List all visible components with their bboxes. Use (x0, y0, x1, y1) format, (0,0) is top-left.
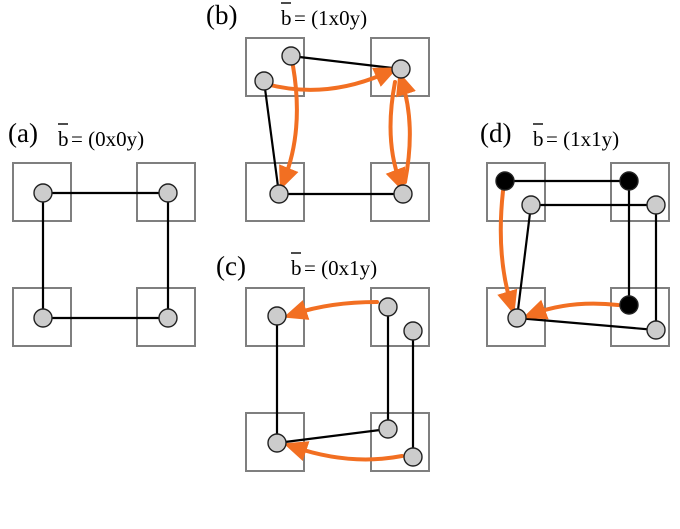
panel-d-tag: (d) (480, 118, 511, 148)
node (267, 306, 287, 326)
node (281, 46, 301, 66)
node (158, 308, 178, 328)
arrow (279, 64, 299, 191)
node (391, 59, 411, 79)
box-c-tr (370, 287, 430, 347)
panel-a: (a) b = (0x0y) (8, 118, 196, 347)
panel-b-symbol: b (281, 6, 292, 30)
box-b-tl (245, 37, 305, 97)
panel-b: (b) b = (1x0y) (206, 0, 430, 222)
node (378, 297, 398, 317)
panel-c-tag: (c) (216, 251, 246, 281)
node (267, 433, 287, 453)
node (33, 183, 53, 203)
edge (275, 427, 390, 445)
panel-b-value: = (1x0y) (294, 6, 367, 30)
node (521, 195, 541, 215)
panel-c-symbol: b (291, 256, 302, 280)
box-d-br (610, 287, 670, 347)
node (403, 321, 423, 341)
node (495, 171, 515, 191)
panel-d-value: = (1x1y) (546, 127, 619, 151)
arrow (497, 189, 518, 315)
arrow (264, 67, 399, 92)
box-c-br (370, 412, 430, 472)
arrow (385, 80, 406, 193)
node (507, 308, 527, 328)
panel-a-symbol: b (58, 127, 69, 151)
edge (289, 54, 403, 71)
panel-d: (d) b = (1x1y) (480, 118, 670, 347)
panel-a-tag: (a) (8, 118, 38, 148)
panel-c-value: = (0x1y) (304, 256, 377, 280)
panel-c: (c) b = (0x1y) (216, 251, 430, 472)
node (378, 419, 398, 439)
box-d-tl (486, 162, 546, 222)
arrow (396, 71, 416, 184)
box-b-br (370, 162, 430, 222)
edge (262, 79, 281, 196)
node (393, 184, 413, 204)
edge (515, 316, 658, 332)
arrow (283, 300, 379, 320)
node (269, 184, 289, 204)
node (646, 320, 666, 340)
box-d-tr (610, 162, 670, 222)
node (33, 308, 53, 328)
panel-d-symbol: b (533, 127, 544, 151)
node (254, 71, 274, 91)
edge (515, 203, 533, 320)
node (646, 195, 666, 215)
node (619, 295, 639, 315)
node (403, 447, 423, 467)
panel-b-tag: (b) (206, 0, 237, 30)
node (619, 171, 639, 191)
arrow (522, 299, 620, 320)
panel-a-value: = (0x0y) (71, 127, 144, 151)
node (158, 183, 178, 203)
arrow (283, 441, 404, 462)
